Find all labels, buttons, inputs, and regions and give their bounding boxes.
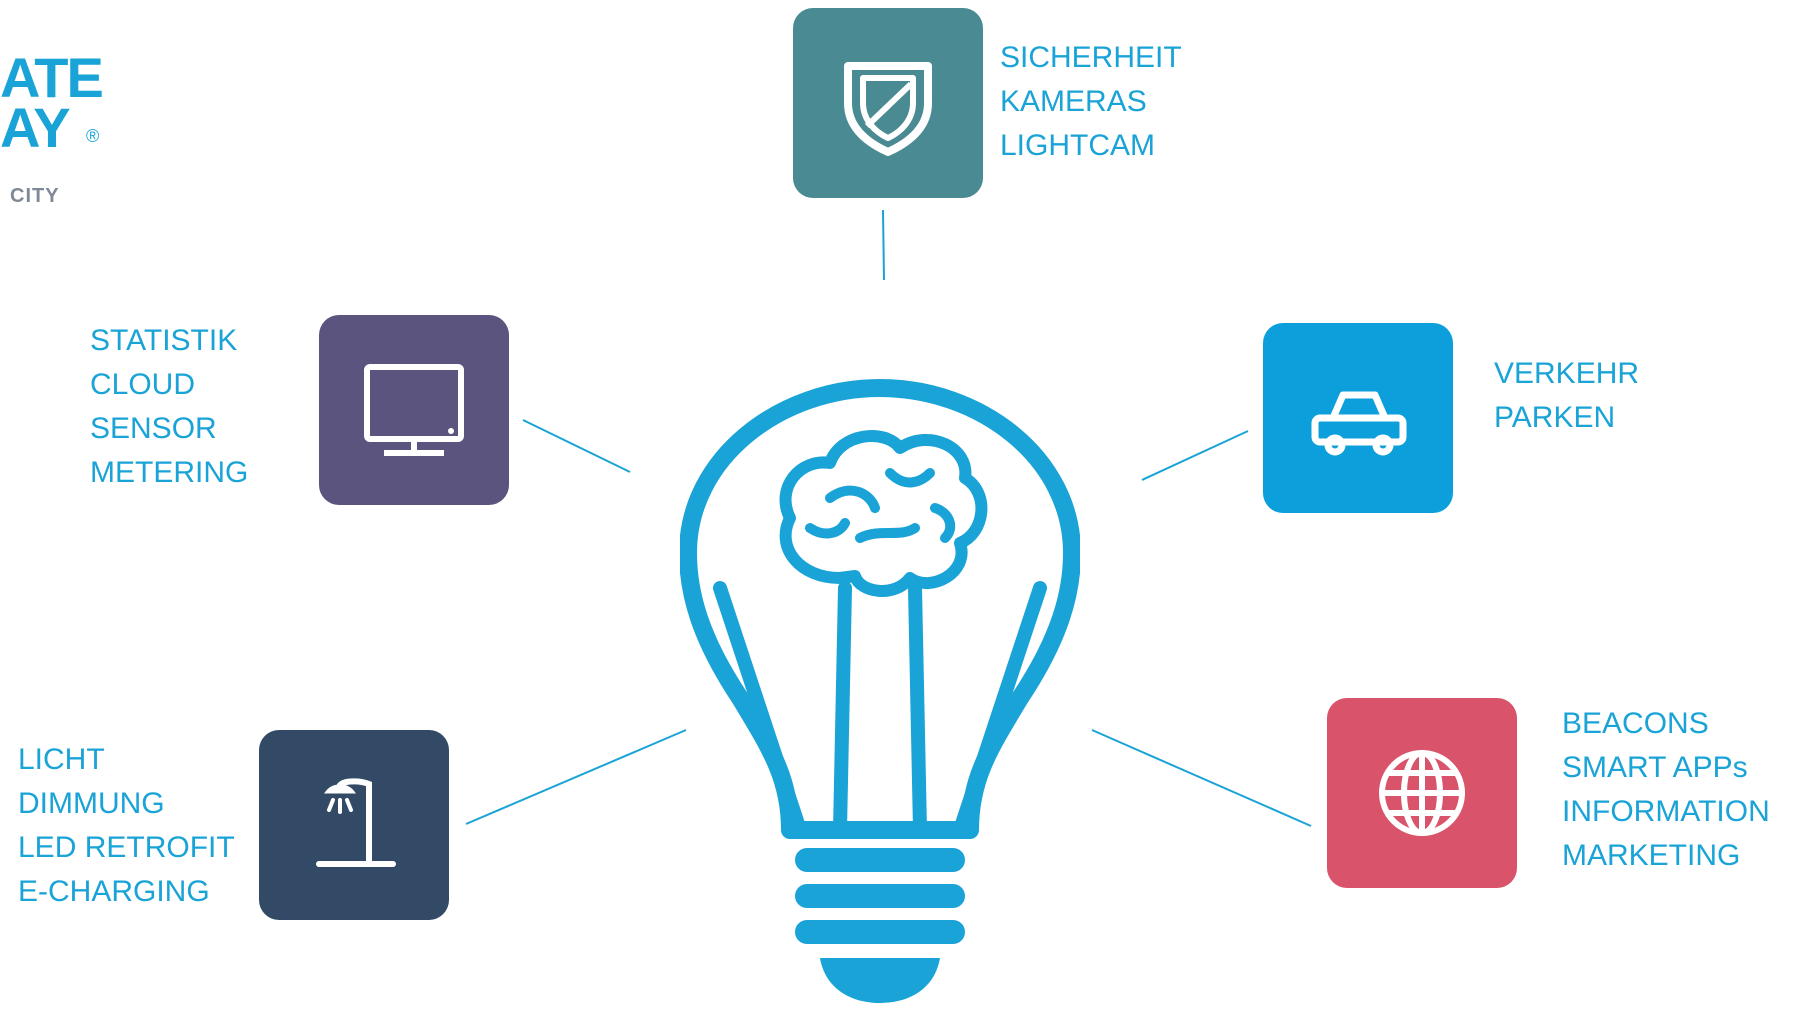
security-tile [793,8,983,198]
lighting-line-4: E-CHARGING [18,875,210,908]
security-line-2: KAMERAS [1000,85,1147,118]
shield-icon [844,62,932,156]
beacons-tile [1327,698,1517,888]
traffic-tile [1263,323,1453,513]
beacons-line-3: INFORMATION [1562,795,1770,828]
statistics-line-3: SENSOR [90,412,217,445]
beacons-label: BEACONS SMART APPs INFORMATION MARKETING [1562,702,1770,878]
monitor-icon [364,364,464,456]
traffic-line-2: PARKEN [1494,401,1616,434]
lighting-line-3: LED RETROFIT [18,831,235,864]
statistics-label: STATISTIK CLOUD SENSOR METERING [90,319,248,495]
lightbulb-brain-icon [680,379,1080,1003]
logo-registered-mark: ® [86,126,100,146]
statistics-line-2: CLOUD [90,368,196,401]
beacons-line-1: BEACONS [1562,707,1709,740]
lighting-tile [259,730,449,920]
logo-line-3: CITY [10,185,60,207]
connector-beacons [1091,729,1312,827]
lighting-label: LICHT DIMMUNG LED RETROFIT E-CHARGING [18,738,235,914]
connector-statistics [522,419,631,473]
statistics-line-1: STATISTIK [90,324,238,357]
security-line-1: SICHERHEIT [1000,41,1182,74]
statistics-line-4: METERING [90,456,249,489]
statistics-tile [319,315,509,505]
traffic-line-1: VERKEHR [1494,357,1640,390]
car-icon [1311,391,1407,456]
connector-traffic [1141,430,1249,481]
beacons-line-2: SMART APPs [1562,751,1748,784]
globe-icon [1379,750,1465,836]
connector-lighting [465,729,687,825]
security-label: SICHERHEIT KAMERAS LIGHTCAM [1000,36,1182,168]
lighting-line-2: DIMMUNG [18,787,165,820]
lighting-line-1: LICHT [18,743,105,776]
traffic-label: VERKEHR PARKEN [1494,352,1639,440]
street-lamp-icon [316,778,396,867]
logo-line-1: ATE [0,46,104,109]
security-line-3: LIGHTCAM [1000,129,1156,162]
beacons-line-4: MARKETING [1562,839,1741,872]
company-logo: ATE AY ® CITY [0,46,104,210]
logo-line-2: AY [0,96,71,159]
connector-security [882,209,885,281]
